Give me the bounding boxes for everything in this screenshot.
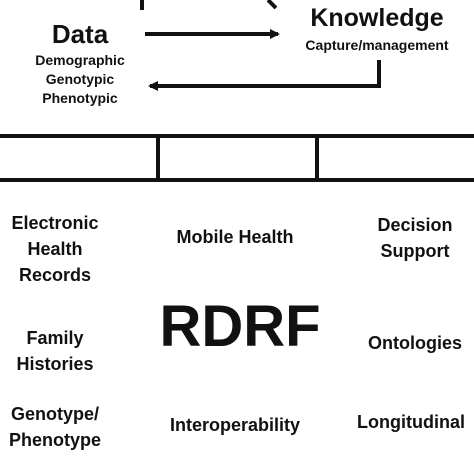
- center-title: RDRF: [159, 294, 321, 359]
- left-cell-family: Family Histories: [0, 325, 120, 377]
- genotype-line-1: Genotype/: [10, 404, 99, 424]
- data-item-demographic: Demographic: [35, 52, 125, 68]
- right-cell-longitudinal: Longitudinal: [357, 409, 474, 435]
- knowledge-title: Knowledge: [310, 4, 444, 32]
- middle-cell-mobile: Mobile Health: [150, 224, 320, 250]
- family-line-1: Family: [26, 328, 84, 348]
- knowledge-subtitle: Capture/management: [305, 37, 449, 53]
- data-items: Demographic Genotypic Phenotypic: [5, 51, 155, 108]
- ehr-line-1: Electronic: [11, 213, 99, 233]
- middle-cell-interop: Interoperability: [150, 412, 320, 438]
- top-right-stub: [266, 0, 278, 10]
- decision-line-1: Decision: [377, 215, 453, 235]
- left-cell-ehr: Electronic Health Records: [0, 210, 120, 288]
- longitudinal-line-1: Longitudinal: [357, 412, 465, 432]
- family-line-2: Histories: [16, 354, 94, 374]
- interop-line-1: Interoperability: [169, 415, 301, 435]
- mobile-line-1: Mobile Health: [176, 227, 294, 247]
- ehr-line-3: Records: [18, 265, 92, 285]
- genotype-line-2: Phenotype: [8, 430, 101, 450]
- ehr-line-2: Health: [27, 239, 83, 259]
- data-item-genotypic: Genotypic: [45, 71, 115, 87]
- right-cell-decision: Decision Support: [355, 212, 474, 264]
- knowledge-to-data-arrow: [148, 60, 381, 91]
- data-item-phenotypic: Phenotypic: [42, 90, 118, 106]
- right-cell-ontologies: Ontologies: [368, 330, 474, 356]
- left-cell-genotype: Genotype/ Phenotype: [0, 401, 120, 453]
- data-title: Data: [51, 19, 109, 49]
- ontologies-line-1: Ontologies: [368, 333, 462, 353]
- decision-line-2: Support: [380, 241, 450, 261]
